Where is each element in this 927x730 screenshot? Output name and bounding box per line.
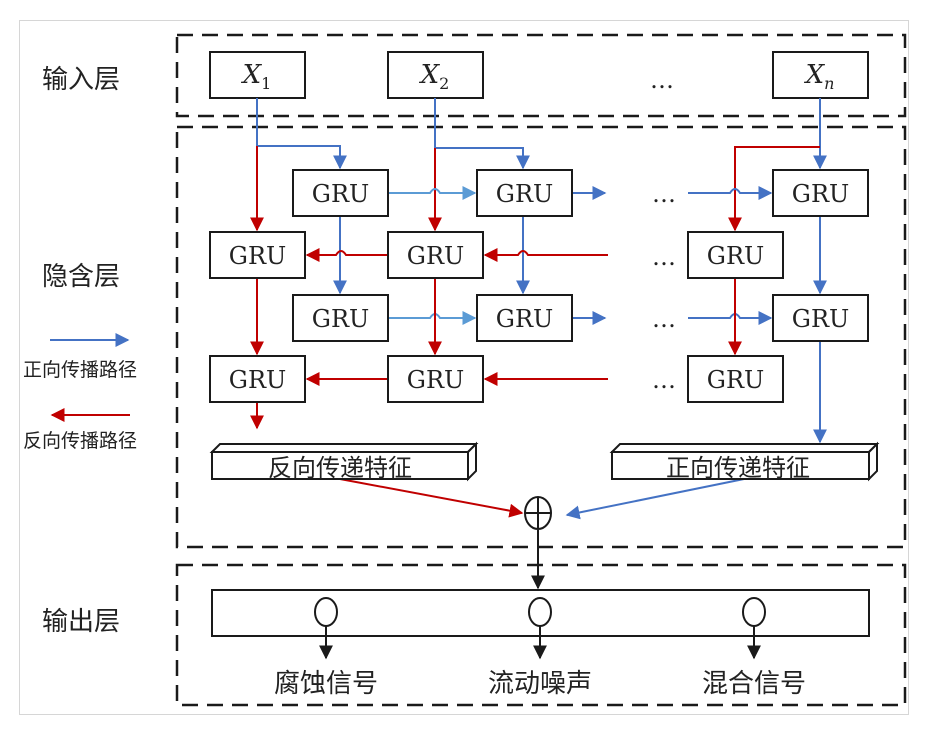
connections (250, 98, 827, 590)
output-layer-box (175, 563, 907, 707)
gru-ellipsis: … (652, 243, 676, 271)
legend-backward-label: 反向传播路径 (23, 430, 137, 452)
hidden-ellipses: … … … … (652, 180, 676, 394)
backward-feature-path (339, 478, 524, 518)
input-node-1: X1 (209, 51, 306, 99)
output-nodes: 腐蚀信号 流动噪声 混合信号 (274, 597, 806, 699)
gru-forward-l2-t3: GRU (772, 294, 869, 342)
gru-ellipsis: … (652, 366, 676, 394)
output-node-3: 混合信号 (702, 597, 806, 699)
output-neuron-icon (314, 597, 338, 627)
input-node-2: X2 (387, 51, 484, 99)
gru-backward-l1-t3: GRU (687, 231, 784, 279)
output-label: 混合信号 (702, 669, 806, 699)
gru-ellipsis: … (652, 305, 676, 333)
output-label: 流动噪声 (488, 669, 592, 699)
gru-label: GRU (407, 366, 464, 394)
gru-backward-l2-t2: GRU (387, 355, 484, 403)
merge-node (524, 496, 552, 530)
forward-path (434, 98, 530, 170)
legend-forward-label: 正向传播路径 (23, 359, 137, 381)
forward-feature-label: 正向传递特征 (666, 454, 810, 482)
forward-path (688, 311, 773, 325)
output-neuron-icon (742, 597, 766, 627)
gru-label: GRU (792, 180, 849, 208)
output-node-2: 流动噪声 (488, 597, 592, 699)
gru-forward-l1-t2: GRU (476, 169, 573, 217)
gru-label: GRU (496, 305, 553, 333)
output-label: 腐蚀信号 (274, 669, 378, 699)
backward-path (305, 248, 388, 262)
input-ellipsis: … (650, 66, 674, 94)
input-nodes: X1 X2 Xn (209, 51, 869, 99)
gru-backward-l1-t2: GRU (387, 231, 484, 279)
gru-label: GRU (312, 180, 369, 208)
gru-label: GRU (312, 305, 369, 333)
output-node-1: 腐蚀信号 (274, 597, 378, 699)
gru-forward-l1-t1: GRU (292, 169, 389, 217)
forward-path (388, 186, 477, 200)
gru-label: GRU (229, 242, 286, 270)
gru-label: GRU (707, 366, 764, 394)
figure-frame (19, 20, 909, 715)
backward-path (483, 248, 608, 262)
backward-feature-block: 反向传递特征 (209, 441, 479, 482)
layer-boxes (175, 33, 907, 707)
forward-feature-path (565, 478, 745, 520)
gru-nodes: GRU GRU GRU GRU GRU GRU GRU GRU GRU GRU GRU GRU (209, 169, 869, 403)
gru-forward-l2-t2: GRU (476, 294, 573, 342)
legend: 正向传播路径 反向传播路径 (23, 333, 137, 452)
gru-backward-l2-t1: GRU (209, 355, 306, 403)
input-layer-box (175, 33, 907, 118)
gru-label: GRU (496, 180, 553, 208)
gru-label: GRU (792, 305, 849, 333)
input-node-3: Xn (772, 51, 869, 99)
backward-path (728, 146, 820, 232)
gru-backward-l1-t1: GRU (209, 231, 306, 279)
output-neuron-icon (528, 597, 552, 627)
gru-label: GRU (407, 242, 464, 270)
gru-ellipsis: … (652, 180, 676, 208)
output-layer-label: 输出层 (42, 607, 120, 637)
forward-path (256, 98, 347, 170)
gru-label: GRU (707, 242, 764, 270)
gru-label: GRU (229, 366, 286, 394)
backward-feature-label: 反向传递特征 (268, 454, 412, 482)
forward-path (388, 311, 477, 325)
hidden-layer-label: 隐含层 (42, 262, 120, 292)
gru-backward-l2-t3: GRU (687, 355, 784, 403)
gru-forward-l2-t1: GRU (292, 294, 389, 342)
hidden-layer-box (175, 125, 907, 549)
forward-feature-block: 正向传递特征 (609, 441, 880, 482)
input-layer-label: 输入层 (42, 65, 120, 95)
gru-forward-l1-t3: GRU (772, 169, 869, 217)
forward-path (688, 186, 773, 200)
